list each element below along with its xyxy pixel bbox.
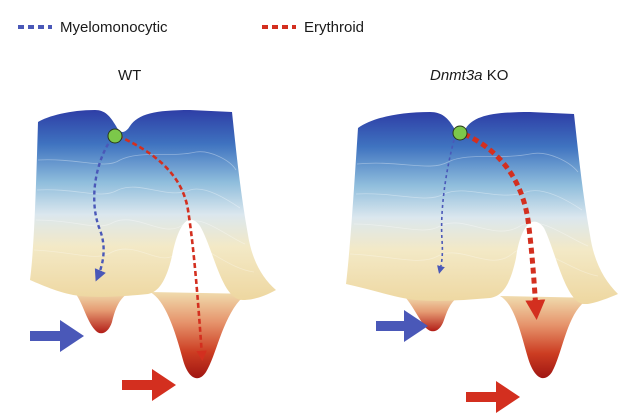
ko-ery-well [500, 296, 598, 378]
wt-progenitor-cell [108, 129, 122, 143]
panel-title-wt: WT [118, 67, 141, 84]
wt-surface [30, 110, 276, 300]
ko-surface [346, 112, 618, 304]
legend: Myelomonocytic Erythroid [18, 19, 364, 36]
ko-ery-arrow-icon [466, 381, 520, 413]
legend-myelo-label: Myelomonocytic [60, 19, 168, 36]
panel-title-ko-gene: Dnmt3a [430, 67, 483, 84]
panel-title-ko: Dnmt3a KO [430, 67, 508, 84]
landscape-ko [346, 112, 618, 413]
landscape-wt [30, 110, 276, 401]
wt-myelo-arrow-icon [30, 320, 84, 352]
wt-ery-well [150, 292, 258, 378]
legend-ery-label: Erythroid [304, 19, 364, 36]
wt-ery-arrow-icon [122, 369, 176, 401]
panel-title-ko-suffix: KO [483, 67, 509, 84]
ko-progenitor-cell [453, 126, 467, 140]
wt-myelo-well [74, 292, 130, 333]
